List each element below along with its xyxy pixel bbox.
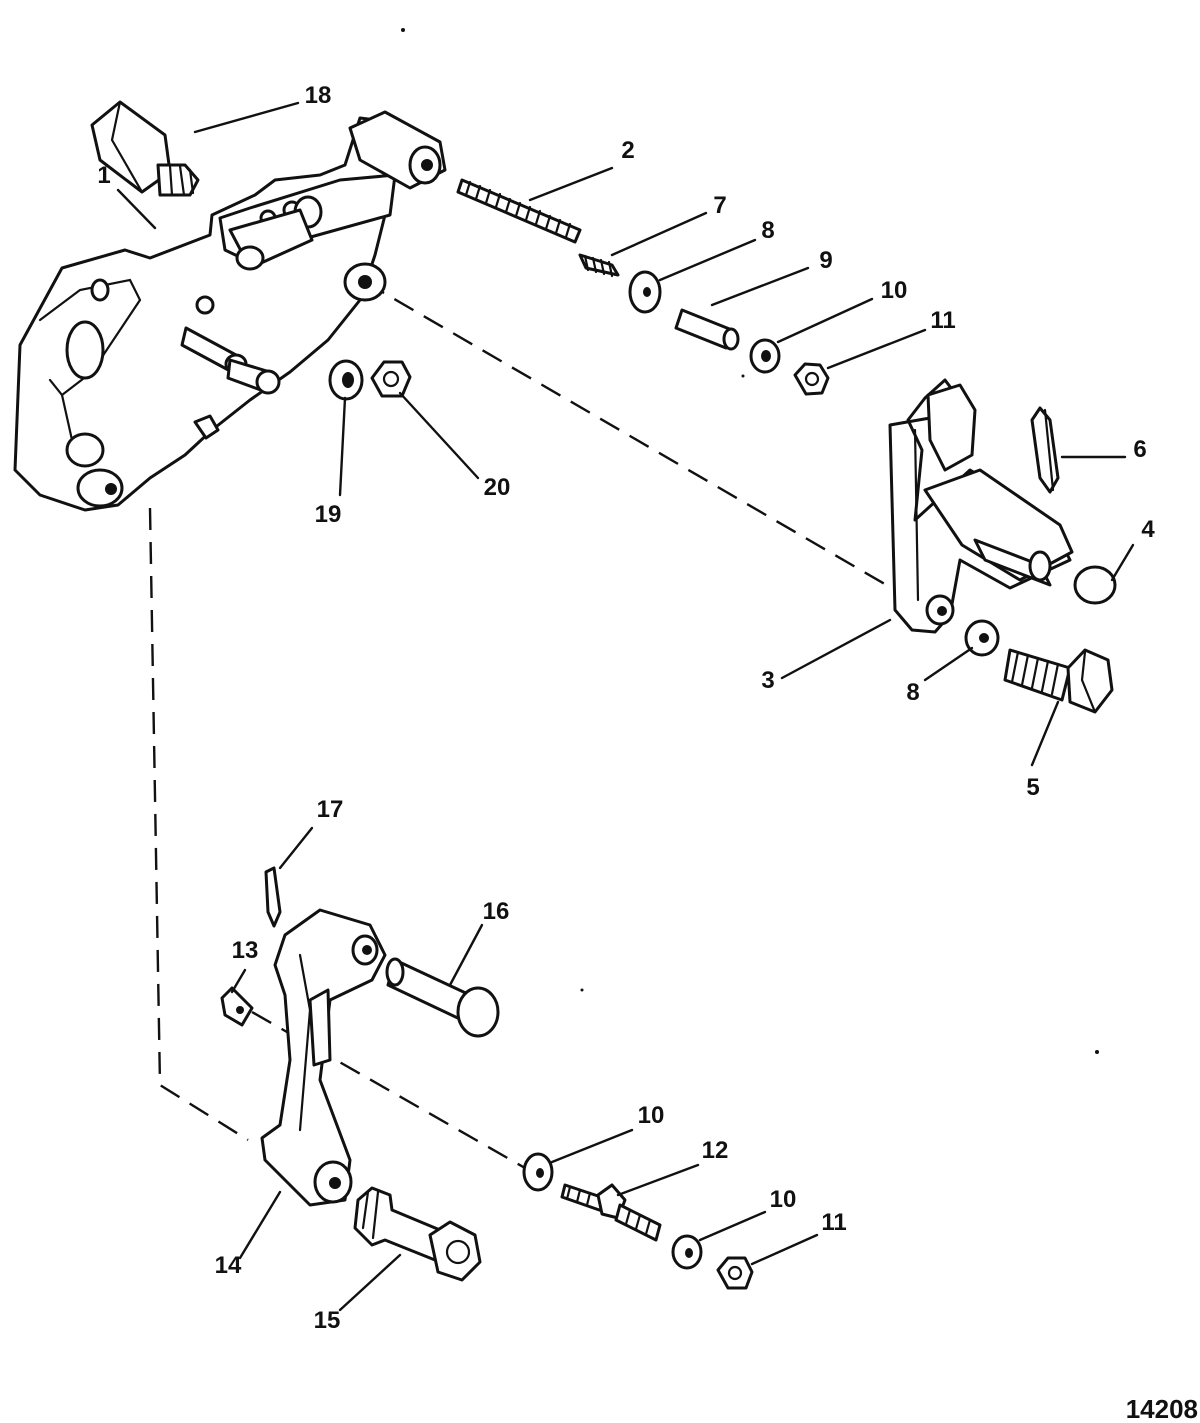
callout-label: 14 <box>215 1252 242 1279</box>
nut-part-20 <box>370 360 412 398</box>
callout-label: 17 <box>317 796 344 823</box>
callout-label: 13 <box>232 937 259 964</box>
callout-label: 7 <box>713 192 726 219</box>
callout-label: 4 <box>1141 516 1155 543</box>
callout-label: 18 <box>305 82 332 109</box>
leader-lines <box>116 101 1135 1312</box>
callout-label: 15 <box>314 1307 341 1334</box>
washer-part-10-lower-left <box>522 1152 554 1192</box>
bracket-plate-part-1 <box>13 110 447 512</box>
hex-bolt-part-5 <box>1003 648 1114 714</box>
washer-part-10-upper <box>749 338 781 374</box>
threaded-bolt-part-2 <box>456 178 582 244</box>
stray-mark <box>401 28 405 32</box>
callout-label: 10 <box>638 1102 665 1129</box>
clevis-pin-part-16 <box>385 957 500 1038</box>
washer-part-8 <box>628 270 662 314</box>
callout-label: 6 <box>1133 436 1146 463</box>
callout-label: 2 <box>621 137 634 164</box>
callout-label: 11 <box>930 307 955 334</box>
callout-label: 9 <box>819 247 832 274</box>
washer-part-10-lower-right <box>671 1234 703 1270</box>
callout-label: 8 <box>761 217 774 244</box>
lever-bracket-part-3 <box>888 378 1074 634</box>
callout-label: 10 <box>881 277 908 304</box>
callout-label: 10 <box>770 1186 797 1213</box>
standoff-part-18 <box>90 100 200 197</box>
washer-part-8-lower <box>964 619 1000 657</box>
pin-part-9 <box>674 308 740 351</box>
callout-label: 19 <box>315 501 342 528</box>
callout-label: 8 <box>906 679 919 706</box>
figure-number: 14208 <box>1126 1394 1198 1423</box>
nut-part-11-lower <box>716 1256 754 1290</box>
callout-label: 16 <box>483 898 510 925</box>
callout-label: 3 <box>761 667 774 694</box>
shoulder-bolt-part-15 <box>353 1186 482 1282</box>
nut-part-11-upper <box>793 362 830 396</box>
callout-label: 11 <box>821 1209 846 1236</box>
cap-part-4 <box>1073 565 1117 605</box>
shift-lever-part-14 <box>260 908 387 1207</box>
stray-mark <box>580 988 584 992</box>
spring-part-7 <box>578 253 620 278</box>
washer-part-19 <box>328 359 364 401</box>
cotter-pin-part-6 <box>1030 406 1060 494</box>
cotter-pin-part-17 <box>264 866 282 928</box>
callout-label: 20 <box>484 474 511 501</box>
stray-mark <box>1095 1050 1099 1054</box>
t-nut-part-13 <box>220 986 254 1027</box>
stray-mark <box>741 374 745 378</box>
callout-label: 1 <box>97 162 110 189</box>
callout-label: 5 <box>1026 774 1039 801</box>
stud-part-12 <box>560 1183 662 1242</box>
callout-label: 12 <box>702 1137 729 1164</box>
